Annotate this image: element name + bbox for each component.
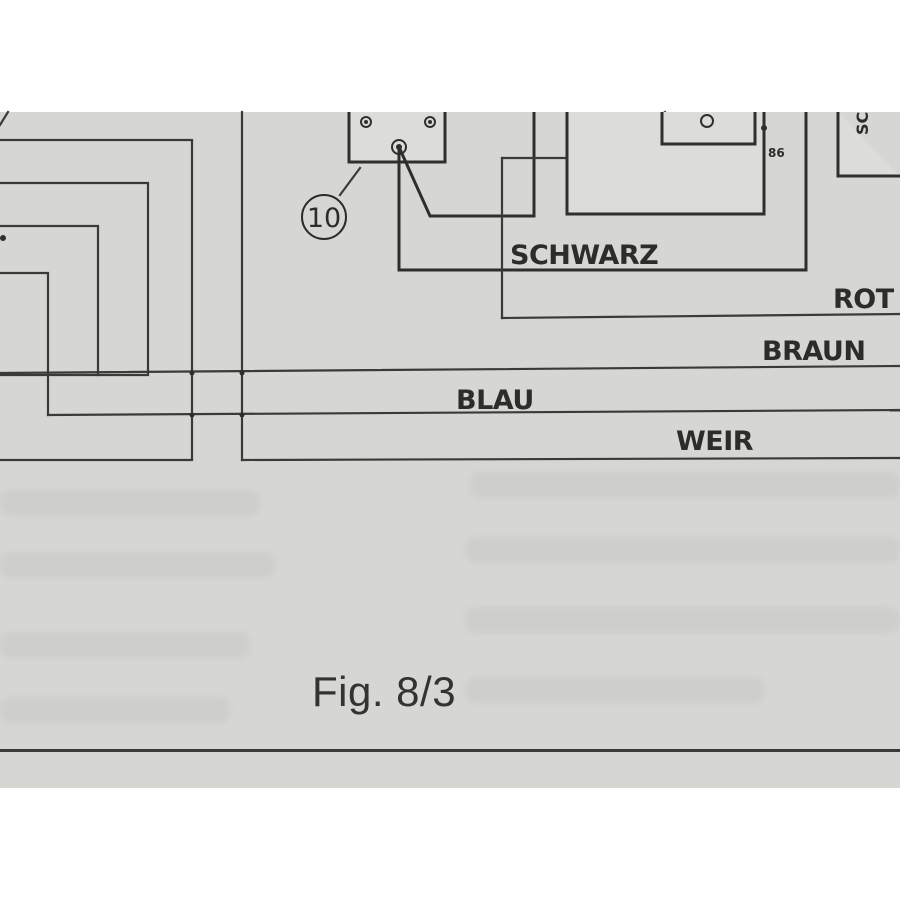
- wire-schwarz-loop: [397, 112, 808, 272]
- right-component: SC: [836, 112, 900, 178]
- left-junction-dot: [0, 235, 6, 241]
- component-10: 10: [301, 112, 447, 240]
- wire-label-weir: WEIR: [676, 426, 754, 457]
- right-component-label: SC: [853, 112, 872, 135]
- relay-terminal-label: 86: [768, 146, 785, 160]
- junction-dot: [189, 370, 195, 376]
- component-10-pin: [360, 116, 372, 128]
- relay: 86: [565, 112, 785, 216]
- component-10-pin: [424, 116, 436, 128]
- wire-label-rot: ROT: [833, 284, 895, 315]
- wire-label-braun: BRAUN: [762, 336, 865, 367]
- bottom-rule: [0, 749, 900, 752]
- left-wire-loops: [0, 110, 194, 462]
- relay-coil-symbol: [700, 114, 714, 128]
- component-10-leader-line: [338, 166, 362, 197]
- relay-coil-box: [660, 112, 757, 146]
- component-10-pin-center: [428, 120, 432, 124]
- left-loop-outer: [0, 138, 194, 462]
- left-upper-stub: [0, 110, 10, 127]
- bus-lines: [0, 312, 900, 462]
- callout-circle: [301, 194, 347, 240]
- left-loop-second: [0, 181, 150, 377]
- bus-line-braun: [0, 364, 900, 375]
- junction-dot: [239, 370, 245, 376]
- figure-caption: Fig. 8/3: [312, 668, 457, 715]
- relay-terminal-dot: [761, 125, 767, 131]
- wire-label-blau: BLAU: [456, 385, 534, 416]
- component-10-pin-center: [364, 120, 368, 124]
- right-component-housing: [836, 112, 900, 178]
- left-loop-inner: [0, 271, 50, 417]
- bus-line-rot: [500, 312, 900, 320]
- junction-dot: [239, 412, 245, 418]
- paper-background: [0, 112, 900, 788]
- wire-label-schwarz: SCHWARZ: [510, 240, 658, 271]
- bus-line-weir: [240, 456, 900, 462]
- callout-number: 10: [307, 203, 341, 234]
- junction-dot: [189, 412, 195, 418]
- left-loop-third: [0, 224, 100, 377]
- component-10-housing: [347, 112, 447, 164]
- wire-to-relay-upper: [397, 112, 536, 218]
